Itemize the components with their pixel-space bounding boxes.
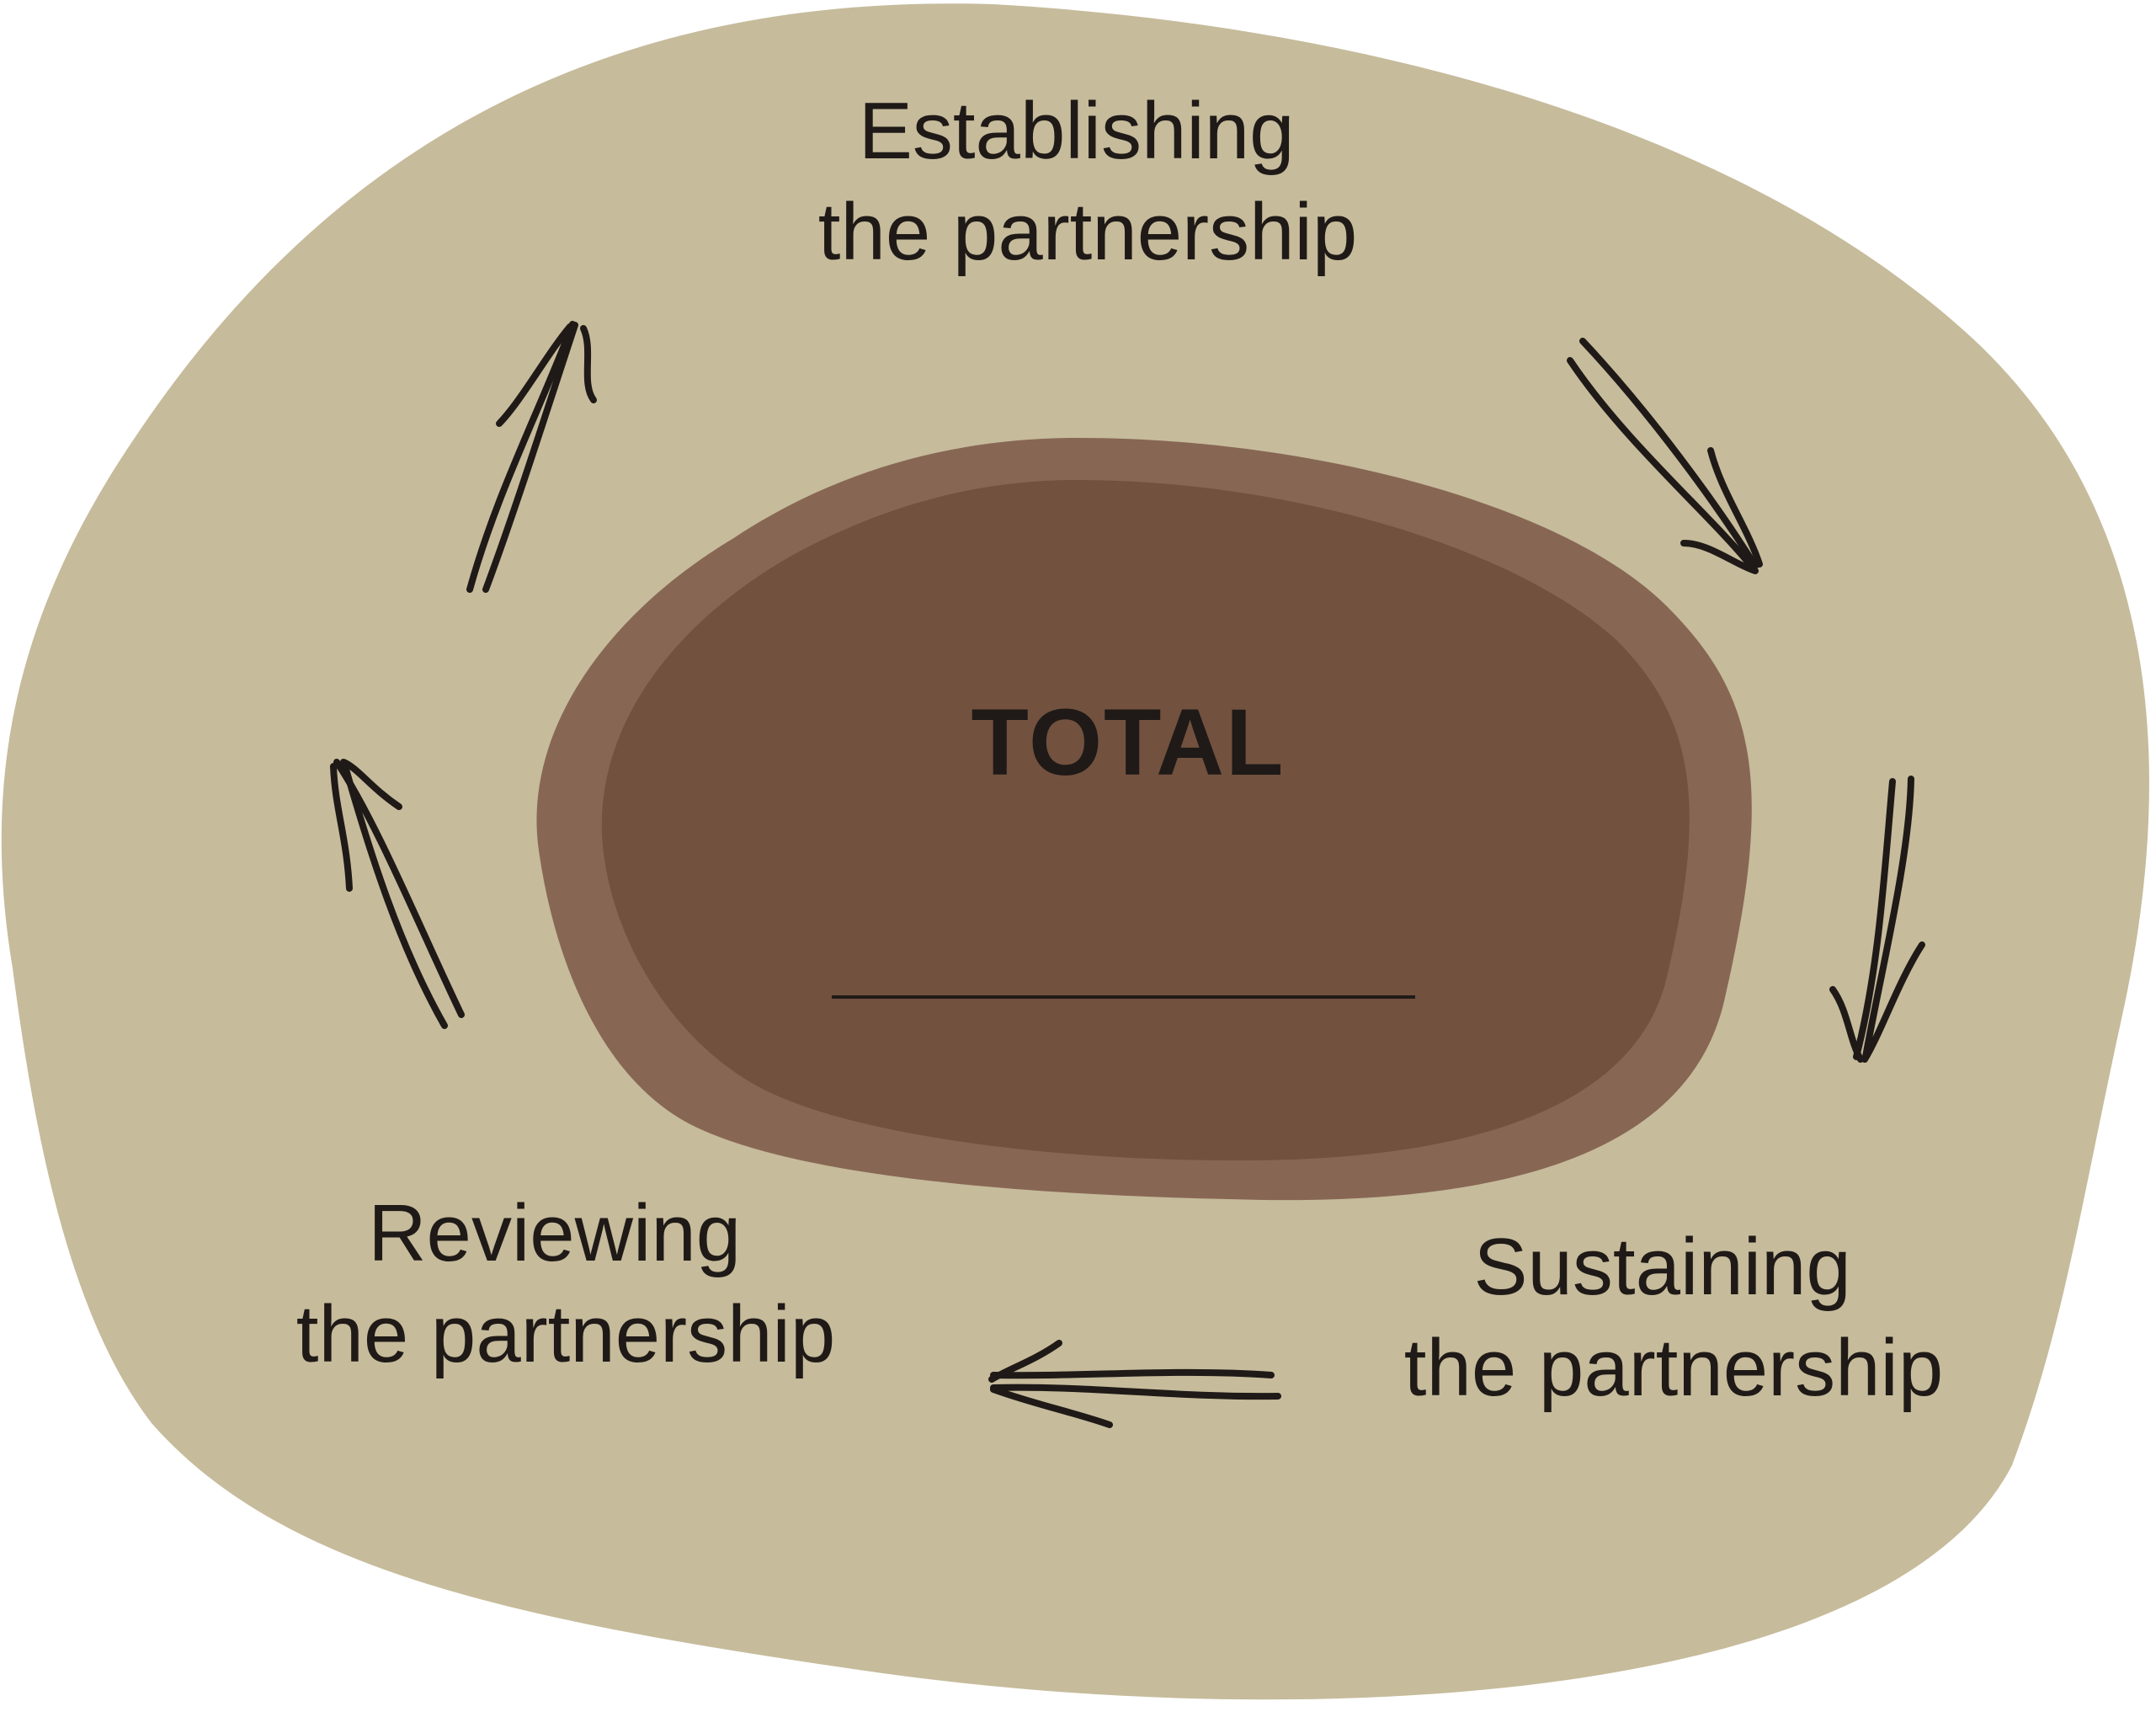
stage-establishing-line1: Establishing	[859, 86, 1295, 176]
stage-label-reviewing: Reviewing the partnership	[296, 1188, 835, 1379]
center-core	[601, 480, 1690, 1161]
stage-establishing-line2: the partnership	[818, 187, 1357, 277]
stage-sustaining-line1: Sustaining	[1474, 1222, 1851, 1312]
arrow-sustaining-side-icon	[1829, 776, 1925, 1063]
stage-sustaining-line2: the partnership	[1404, 1323, 1943, 1413]
stage-label-establishing: Establishing the partnership	[818, 86, 1357, 277]
stage-reviewing-line2: the partnership	[296, 1289, 835, 1379]
arrow-reviewing-to-establishing-icon	[466, 321, 597, 593]
stage-reviewing-line1: Reviewing	[368, 1188, 741, 1278]
arrow-sustaining-to-reviewing-icon	[988, 1340, 1281, 1428]
center-title: TOTAL	[972, 690, 1286, 795]
stage-label-sustaining: Sustaining the partnership	[1404, 1222, 1943, 1413]
arrow-reviewing-side-icon	[330, 759, 465, 1029]
arrow-establishing-to-sustaining-icon	[1567, 338, 1763, 574]
